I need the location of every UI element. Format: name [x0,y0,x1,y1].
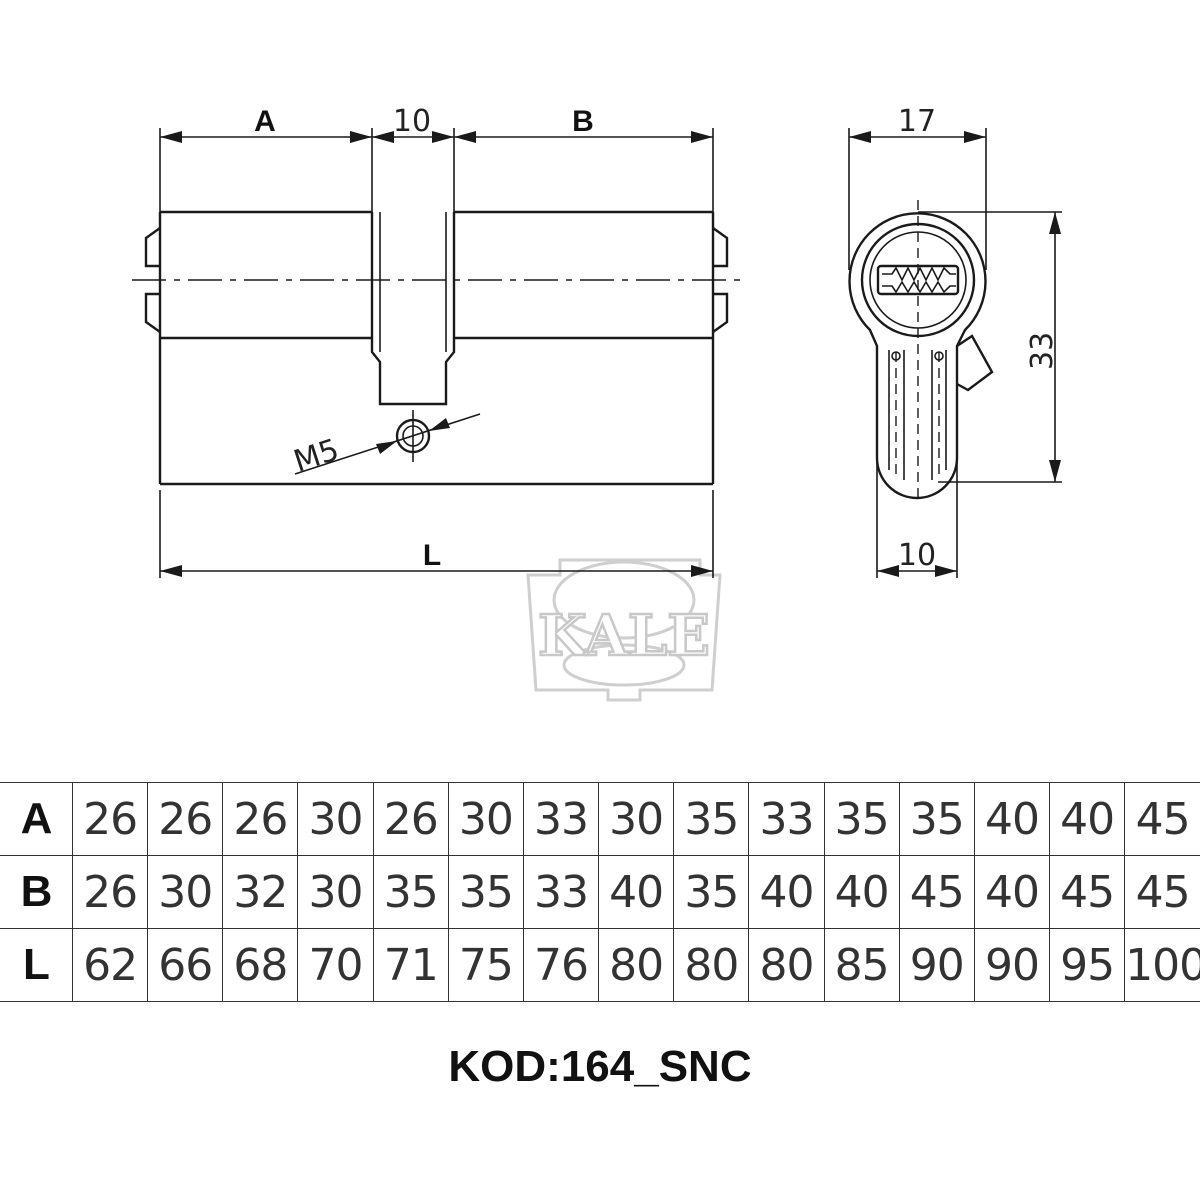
row-header: B [0,855,73,929]
table-cell: 30 [447,782,524,856]
row-header: A [0,782,73,856]
table-cell: 26 [147,782,224,856]
table-cell: 80 [748,928,825,1002]
table-cell: 100 [1124,928,1200,1002]
table-cell: 40 [598,855,675,929]
table-cell: 80 [598,928,675,1002]
table-cell: 70 [297,928,374,1002]
table-cell: 95 [1049,928,1126,1002]
dim-a-label: A [254,105,276,138]
watermark-text: KALE [538,603,710,669]
dim-cam-label: 10 [898,538,936,573]
technical-drawing: KALE A 10 B [132,104,1062,702]
dim-height-label: 33 [1025,332,1060,370]
table-cell: 35 [673,855,750,929]
table-cell: 35 [898,782,975,856]
table-cell: 80 [673,928,750,1002]
table-cell: 45 [1124,782,1200,856]
table-cell: 90 [898,928,975,1002]
table-cell: 30 [147,855,224,929]
table-cell: 62 [71,928,149,1002]
table-cell: 40 [823,855,900,929]
table-cell: 33 [522,855,600,929]
kale-watermark-logo: KALE [526,558,722,702]
table-cell: 35 [447,855,524,929]
table-cell: 32 [222,855,299,929]
front-view: A 10 B M5 [132,104,740,578]
table-cell: 75 [447,928,524,1002]
table-cell: 71 [372,928,449,1002]
table-cell: 40 [1049,782,1126,856]
dim-width-label: 17 [898,104,936,139]
side-view: 17 33 10 [848,104,1062,578]
table-cell: 45 [1124,855,1200,929]
table-cell: 85 [823,928,900,1002]
table-cell: 40 [973,782,1051,856]
table-cell: 35 [372,855,449,929]
table-cell: 30 [297,782,374,856]
table-cell: 76 [522,928,600,1002]
table-cell: 26 [222,782,299,856]
table-cell: 33 [522,782,600,856]
table-cell: 66 [147,928,224,1002]
table-cell: 35 [823,782,900,856]
thread-label: M5 [290,432,344,479]
dim-length-label: L [423,539,441,572]
dim-b-label: B [572,105,594,138]
table-cell: 35 [673,782,750,856]
dim-gap-label: 10 [393,104,431,139]
table-cell: 40 [973,855,1051,929]
table-cell: 33 [748,782,825,856]
table-cell: 26 [71,855,149,929]
table-cell: 90 [973,928,1051,1002]
table-cell: 45 [1049,855,1126,929]
table-cell: 26 [372,782,449,856]
table-cell: 30 [598,782,675,856]
table-cell: 30 [297,855,374,929]
table-cell: 45 [898,855,975,929]
table-cell: 26 [71,782,149,856]
row-header: L [0,928,73,1002]
product-code: KOD:164_SNC [448,1042,752,1091]
table-cell: 40 [748,855,825,929]
table-cell: 68 [222,928,299,1002]
